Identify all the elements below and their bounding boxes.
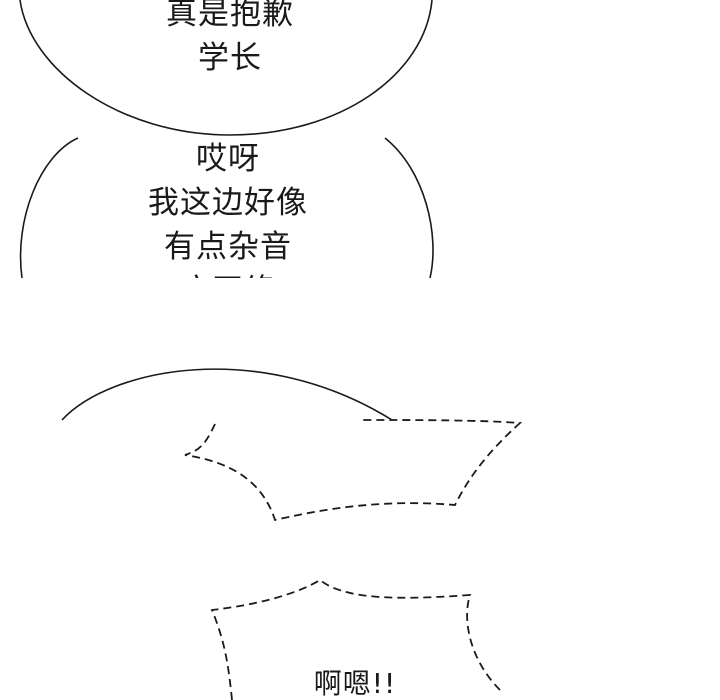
bubble-1-line-2: 学长 xyxy=(198,40,262,76)
bubble-2-text: 哎呀 我这边好像 有点杂音 麻网络 xyxy=(110,137,346,278)
dashed-bubble-lower xyxy=(210,578,501,700)
speech-bubble-1 xyxy=(19,0,433,136)
bubble-2-line-2: 我这边好像 xyxy=(148,185,308,221)
bubble-1-text: 真是抱歉 学长 xyxy=(140,0,320,80)
shout-text: 啊嗯!! xyxy=(313,667,397,700)
bubble-1-line-1: 真是抱歉 xyxy=(166,0,294,32)
bubble-2-line-1: 哎呀 xyxy=(196,141,260,177)
dashed-bubble-upper xyxy=(184,419,523,522)
speech-bubble-2 xyxy=(19,137,434,279)
bubble-2-line-4: 麻网络 xyxy=(110,269,346,278)
bubble-2-line-3: 有点杂音 xyxy=(164,229,292,265)
speech-bubble-3 xyxy=(61,368,393,421)
